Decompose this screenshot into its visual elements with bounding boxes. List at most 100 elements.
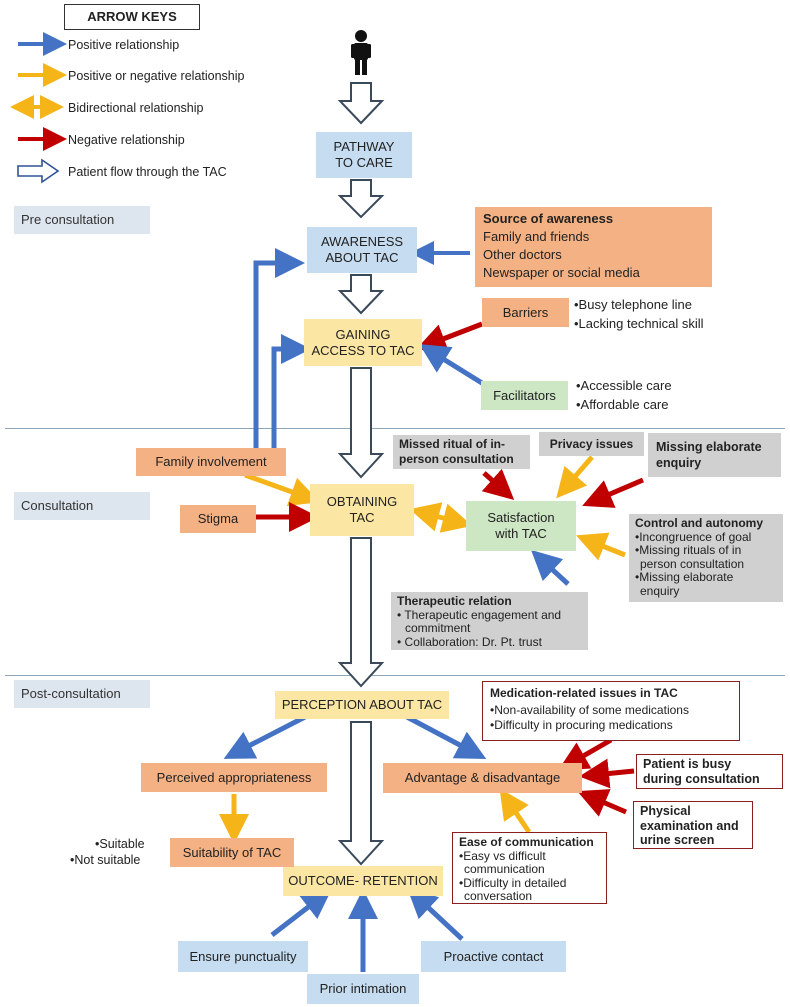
source-item-media: Newspaper or social media bbox=[483, 265, 640, 280]
source-of-awareness-box: Source of awareness Family and friends O… bbox=[475, 207, 712, 287]
facilitators-box: Facilitators bbox=[481, 381, 568, 410]
family-involvement-box: Family involvement bbox=[136, 448, 286, 476]
physical-line2: examination and bbox=[640, 818, 739, 833]
ease-item-1: •Easy vs difficult bbox=[459, 848, 546, 863]
therapeutic-item-2: commitment bbox=[405, 621, 471, 635]
divider-post-consultation bbox=[5, 675, 785, 676]
key-label-positive: Positive relationship bbox=[68, 38, 180, 52]
control-autonomy-title: Control and autonomy bbox=[635, 516, 763, 530]
divider-consultation bbox=[5, 428, 785, 429]
suitability-of-tac-box: Suitability of TAC bbox=[170, 838, 294, 867]
node-awareness-line1: AWARENESS bbox=[320, 234, 404, 249]
node-obtaining-tac: OBTAINING TAC bbox=[310, 484, 414, 536]
arrow-medication-advantage bbox=[557, 737, 613, 771]
control-item-2: •Missing rituals of in bbox=[635, 543, 742, 557]
barrier-item-technical: •Lacking technical skill bbox=[574, 316, 704, 331]
facilitator-item-affordable: •Affordable care bbox=[576, 397, 669, 412]
proactive-contact-box: Proactive contact bbox=[421, 941, 566, 972]
physical-exam-box: Physical examination and urine screen bbox=[633, 801, 753, 849]
suitable-options: •Suitable •Not suitable bbox=[70, 836, 160, 868]
phase-pre-consultation: Pre consultation bbox=[14, 206, 150, 234]
key-label-bidirectional: Bidirectional relationship bbox=[68, 101, 204, 115]
control-item-1: •Incongruence of goal bbox=[635, 529, 752, 544]
prior-intimation-box: Prior intimation bbox=[307, 974, 419, 1004]
arrow-family-obtaining bbox=[244, 472, 321, 507]
arrow-missing-enquiry-satisfaction bbox=[582, 477, 644, 508]
flow-arrow-2 bbox=[337, 179, 385, 219]
arrow-obtaining-satisfaction bbox=[409, 502, 473, 533]
arrow-family-gaining bbox=[271, 334, 311, 448]
source-item-family: Family and friends bbox=[483, 229, 590, 244]
control-autonomy-box: Control and autonomy •Incongruence of go… bbox=[629, 514, 783, 602]
node-outcome-retention: OUTCOME- RETENTION bbox=[283, 866, 443, 896]
node-gaining-access: GAINING ACCESS TO TAC bbox=[304, 319, 422, 366]
node-obtaining-line1: OBTAINING bbox=[326, 494, 398, 509]
arrow-physical-advantage bbox=[577, 789, 627, 817]
option-suitable: •Suitable bbox=[95, 837, 145, 851]
arrow-missed-ritual-satisfaction bbox=[481, 468, 515, 501]
facilitators-list: •Accessible care •Affordable care bbox=[576, 378, 716, 413]
medication-item-1: •Non-availability of some medications bbox=[490, 703, 689, 717]
ease-item-2: communication bbox=[464, 862, 545, 876]
patient-busy-line1: Patient is busy bbox=[643, 757, 732, 771]
node-satisfaction-line1: Satisfaction bbox=[487, 510, 555, 525]
missing-enquiry-box: Missing elaborate enquiry bbox=[648, 433, 781, 477]
option-not-suitable: •Not suitable bbox=[70, 853, 141, 867]
node-pathway-line1: PATHWAY bbox=[333, 139, 395, 154]
barriers-list: •Busy telephone line •Lacking technical … bbox=[574, 297, 734, 332]
node-awareness-about-tac: AWARENESS ABOUT TAC bbox=[307, 227, 417, 273]
key-label-posneg: Positive or negative relationship bbox=[68, 69, 245, 83]
control-item-3: person consultation bbox=[640, 556, 745, 571]
arrow-proactive-outcome bbox=[407, 887, 464, 941]
barrier-item-telephone: •Busy telephone line bbox=[574, 297, 693, 312]
control-item-5: enquiry bbox=[640, 583, 680, 598]
arrow-keys-title: ARROW KEYS bbox=[64, 4, 200, 30]
medication-item-2: •Difficulty in procuring medications bbox=[490, 718, 673, 732]
node-pathway-line2: TO CARE bbox=[335, 155, 393, 170]
node-obtaining-line2: TAC bbox=[349, 510, 375, 525]
ease-item-4: conversation bbox=[464, 889, 533, 903]
missed-ritual-box: Missed ritual of in- person consultation bbox=[393, 435, 530, 469]
flow-arrow-5 bbox=[337, 537, 385, 688]
privacy-issues-box: Privacy issues bbox=[539, 432, 644, 456]
facilitator-item-accessible: •Accessible care bbox=[576, 378, 672, 393]
key-arrow-flow bbox=[17, 158, 60, 184]
missing-enquiry-line2: enquiry bbox=[656, 456, 702, 470]
arrow-family-awareness bbox=[253, 248, 305, 448]
therapeutic-item-3: • Collaboration: Dr. Pt. trust bbox=[397, 634, 542, 649]
barriers-box: Barriers bbox=[482, 298, 569, 327]
arrow-perception-perceived bbox=[223, 714, 307, 759]
source-of-awareness-title: Source of awareness bbox=[483, 211, 614, 226]
arrow-control-satisfaction bbox=[576, 532, 626, 561]
missed-ritual-line1: Missed ritual of in- bbox=[399, 437, 506, 451]
ensure-punctuality-box: Ensure punctuality bbox=[178, 941, 308, 972]
patient-busy-box: Patient is busy during consultation bbox=[636, 754, 783, 789]
ease-communication-box: Ease of communication •Easy vs difficult… bbox=[452, 832, 607, 904]
node-awareness-line2: ABOUT TAC bbox=[325, 250, 399, 265]
physical-line3: urine screen bbox=[640, 833, 715, 847]
node-gaining-line2: ACCESS TO TAC bbox=[311, 342, 415, 358]
missing-enquiry-line1: Missing elaborate bbox=[656, 440, 762, 454]
arrow-perception-advantage bbox=[405, 714, 487, 760]
flow-arrow-4 bbox=[337, 367, 385, 479]
source-item-doctors: Other doctors bbox=[483, 247, 562, 262]
person-icon bbox=[351, 30, 371, 75]
flow-arrow-3 bbox=[337, 274, 385, 315]
control-item-4: •Missing elaborate bbox=[635, 570, 734, 584]
node-perception-about-tac: PERCEPTION ABOUT TAC bbox=[275, 691, 449, 719]
advantage-disadvantage-box: Advantage & disadvantage bbox=[383, 763, 582, 793]
therapeutic-item-1: • Therapeutic engagement and bbox=[397, 607, 562, 622]
therapeutic-title: Therapeutic relation bbox=[397, 594, 512, 608]
therapeutic-relation-box: Therapeutic relation • Therapeutic engag… bbox=[391, 592, 588, 650]
patient-busy-line2: during consultation bbox=[643, 772, 760, 786]
ease-item-3: •Difficulty in detailed bbox=[459, 875, 567, 890]
phase-post-consultation: Post-consultation bbox=[14, 680, 150, 708]
medication-title: Medication-related issues in TAC bbox=[490, 686, 678, 700]
key-label-negative: Negative relationship bbox=[68, 133, 185, 147]
node-pathway-to-care: PATHWAY TO CARE bbox=[316, 132, 412, 178]
node-satisfaction-with-tac: Satisfaction with TAC bbox=[466, 501, 576, 551]
arrow-barriers-gaining bbox=[415, 321, 483, 353]
missed-ritual-line2: person consultation bbox=[399, 452, 514, 466]
stigma-box: Stigma bbox=[180, 505, 256, 533]
arrow-ease-advantage bbox=[499, 788, 532, 834]
